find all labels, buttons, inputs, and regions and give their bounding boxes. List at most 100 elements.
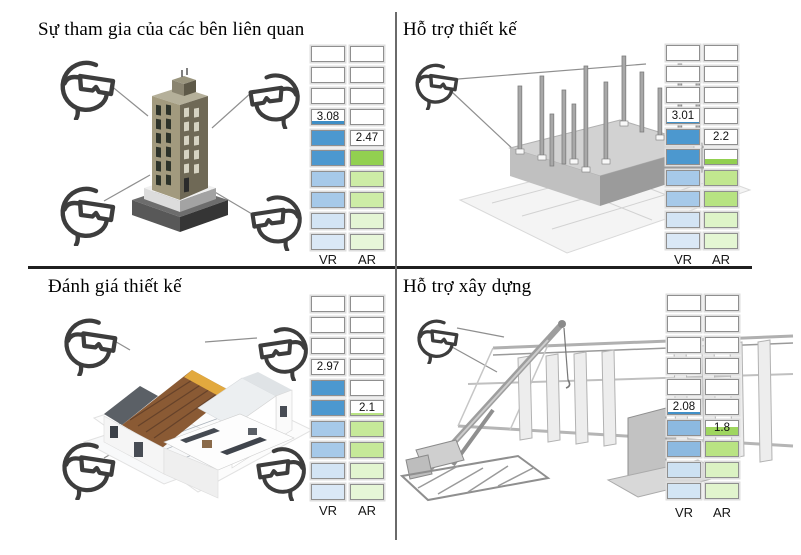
- ar-score-gauge: 2.47: [350, 46, 384, 251]
- scale-cell: [350, 234, 384, 251]
- scale-cell: [311, 296, 345, 312]
- ar-axis-label: AR: [711, 252, 731, 267]
- scale-cell-fill: [351, 485, 383, 500]
- scale-cell: [311, 171, 345, 188]
- scale-cell: [705, 399, 739, 416]
- scale-cell: [311, 316, 345, 333]
- scale-cell: 3.08: [311, 108, 345, 125]
- vr-headset-icon: [252, 440, 310, 504]
- vr-score-gauge: 2.97: [311, 296, 345, 501]
- scale-cell: 2.47: [350, 129, 384, 146]
- ar-score-gauge: 2.2: [704, 45, 738, 250]
- scale-cell: 3.01: [666, 107, 700, 124]
- scale-cell: [704, 233, 738, 250]
- tower-building-illustration: [132, 68, 228, 232]
- scale-cell-fill: [312, 401, 344, 416]
- scale-cell: [311, 463, 345, 480]
- scale-cell: [705, 295, 739, 311]
- scale-cell: [704, 65, 738, 82]
- horizontal-divider: [28, 266, 752, 269]
- scale-cell: [667, 420, 701, 437]
- scale-cell: [350, 66, 384, 83]
- scale-cell: [311, 442, 345, 459]
- vr-headset-icon: [58, 436, 120, 502]
- quadrant-title-design-review: Đánh giá thiết kế: [48, 276, 182, 297]
- scale-cell: [704, 212, 738, 229]
- scale-cell-fill: [668, 463, 700, 478]
- scale-cell-fill: [351, 151, 383, 166]
- scale-cell-fill: [668, 412, 700, 415]
- scale-cell: 2.97: [311, 358, 345, 375]
- scale-cell: 1.8: [705, 420, 739, 437]
- quadrant-title-construction-support: Hỗ trợ xây dựng: [403, 276, 532, 297]
- scale-cell-fill: [351, 443, 383, 458]
- scale-cell: [311, 46, 345, 62]
- scale-cell: [350, 87, 384, 104]
- scale-cell-fill: [667, 150, 699, 165]
- scale-cell-fill: [351, 235, 383, 250]
- scale-cell-fill: [312, 214, 344, 229]
- scale-cell: [704, 45, 738, 61]
- scale-cell: [350, 108, 384, 125]
- scale-cell: [350, 296, 384, 312]
- scale-cell: [350, 46, 384, 62]
- score-value: 2.2: [713, 130, 729, 143]
- vr-headset-icon: [246, 188, 306, 254]
- scale-cell: [350, 421, 384, 438]
- scale-cell-fill: [667, 234, 699, 249]
- scale-cell-fill: [667, 192, 699, 207]
- scale-cell: [705, 336, 739, 353]
- scale-cell: [666, 86, 700, 103]
- scale-cell-fill: [351, 422, 383, 437]
- scale-cell-fill: [312, 121, 344, 124]
- scale-cell: [704, 170, 738, 187]
- scale-cell-fill: [705, 192, 737, 207]
- score-value: 2.47: [355, 131, 379, 144]
- scale-cell: [311, 484, 345, 501]
- vr-headset-icon: [56, 180, 120, 248]
- scale-cell-fill: [705, 234, 737, 249]
- scale-cell-fill: [312, 130, 344, 145]
- scale-cell-fill: [667, 122, 699, 123]
- scale-cell: [666, 45, 700, 61]
- vr-headset-icon: [254, 320, 312, 384]
- scale-cell-fill: [668, 484, 700, 499]
- scale-cell: [350, 484, 384, 501]
- vr-axis-label: VR: [673, 252, 693, 267]
- scale-cell: [350, 213, 384, 230]
- vr-headset-icon: [244, 66, 304, 132]
- vr-axis-label: VR: [318, 252, 338, 267]
- scale-cell-fill: [312, 443, 344, 458]
- vr-headset-icon: [56, 54, 120, 122]
- scale-cell: [311, 192, 345, 209]
- scale-cell-fill: [667, 129, 699, 144]
- scale-cell: [311, 400, 345, 417]
- scale-cell-fill: [667, 171, 699, 186]
- vr-axis-label: VR: [318, 503, 338, 518]
- scale-cell: [667, 441, 701, 458]
- score-value: 3.08: [316, 110, 340, 123]
- scale-cell-fill: [706, 463, 738, 478]
- scale-cell-fill: [705, 213, 737, 228]
- ar-axis-label: AR: [357, 252, 377, 267]
- scale-cell: [666, 212, 700, 229]
- score-value: 2.08: [672, 401, 696, 414]
- scale-cell: [667, 336, 701, 353]
- scale-cell: 2.2: [704, 128, 738, 145]
- scale-cell: 2.1: [350, 400, 384, 417]
- vr-axis-label: VR: [674, 505, 694, 520]
- scale-cell-fill: [312, 464, 344, 479]
- scale-cell-fill: [706, 484, 738, 499]
- scale-cell: [311, 421, 345, 438]
- scale-cell: [666, 233, 700, 250]
- scale-cell: [350, 192, 384, 209]
- scale-cell-fill: [312, 485, 344, 500]
- scale-cell-fill: [312, 151, 344, 166]
- scale-cell-fill: [668, 442, 700, 457]
- scale-cell: [666, 191, 700, 208]
- scale-cell: [705, 315, 739, 332]
- scale-cell-fill: [667, 213, 699, 228]
- scale-cell: [311, 234, 345, 251]
- scale-cell: [350, 150, 384, 167]
